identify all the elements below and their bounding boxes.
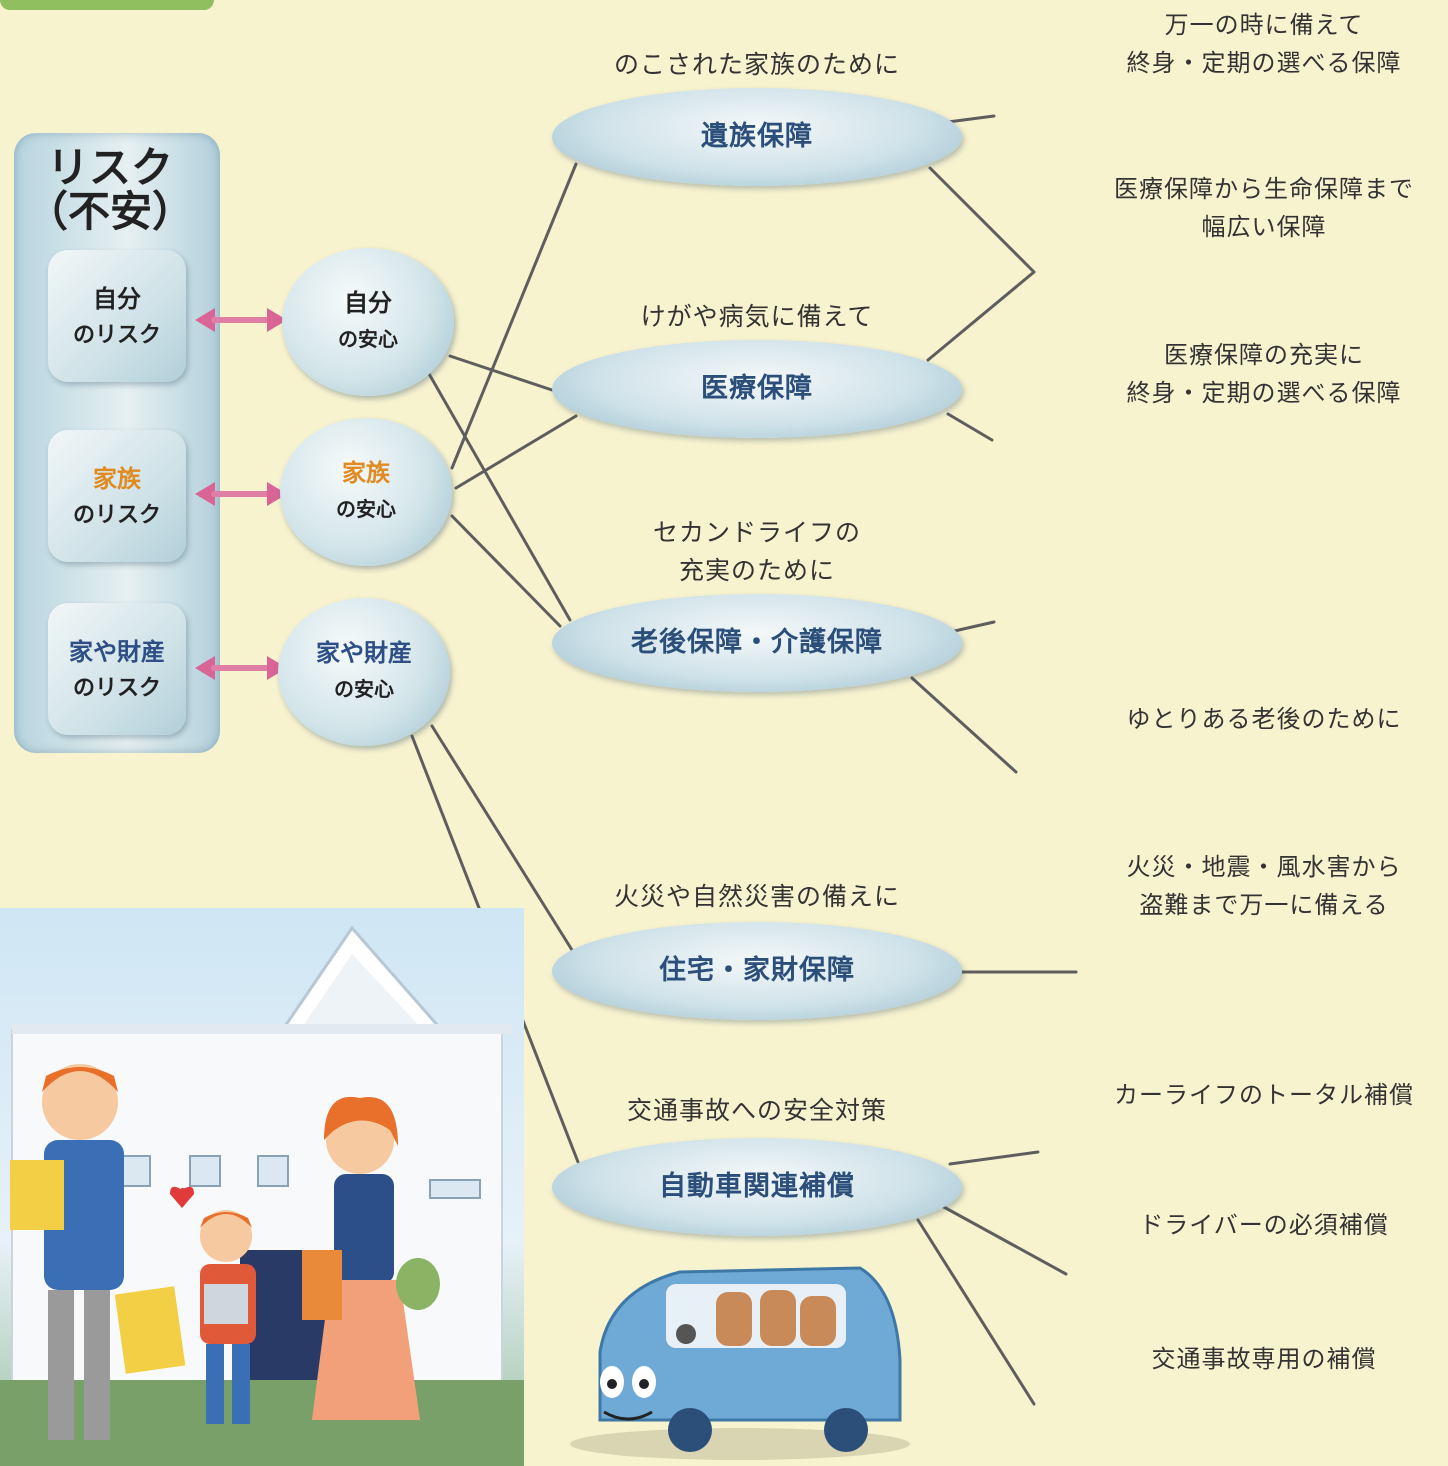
- desc-shared-2: 医療保障から生命保障まで 幅広い保障: [1080, 170, 1448, 246]
- anshin-jibun-line1: 自分: [344, 289, 392, 317]
- line-rogo-desc4: [910, 676, 1018, 774]
- desc-rogo-4: ゆとりある老後のために: [1126, 705, 1402, 733]
- category-rogo: 老後保障・介護保障: [552, 594, 962, 692]
- desc-iryo-3-line2: 終身・定期の選べる保障: [1126, 379, 1402, 407]
- line-izoku-desc1: [946, 114, 996, 124]
- anshin-jibun-line2: の安心: [338, 327, 398, 351]
- caption-rogo-line2: 充実のために: [678, 556, 835, 585]
- anshin-zaisan-line2: の安心: [334, 677, 394, 701]
- caption-jidosha: 交通事故への安全対策: [626, 1096, 887, 1125]
- desc-izoku-1-line2: 終身・定期の選べる保障: [1126, 49, 1402, 77]
- top-decoration: [0, 0, 214, 10]
- line-jibun-iryo: [448, 354, 554, 392]
- category-iryo: 医療保障: [552, 340, 962, 438]
- line-iryo-desc2: [926, 270, 1036, 362]
- caption-rogo: セカンドライフの 充実のために: [552, 514, 962, 590]
- line-rogo-up: [948, 620, 996, 634]
- line-iryo-desc3: [946, 412, 994, 442]
- anshin-kazoku-line1: 家族: [342, 459, 390, 487]
- risk-box-kazoku-line2: のリスク: [72, 503, 161, 528]
- risk-title-line2: （不安）: [25, 187, 194, 236]
- line-zaisan-jutaku: [430, 724, 574, 952]
- line-jidosha-desc7: [940, 1204, 1068, 1276]
- risk-title-line1: リスク: [46, 143, 173, 192]
- line-jidosha-desc8: [916, 1218, 1036, 1406]
- caption-iryo: けがや病気に備えて: [640, 302, 874, 331]
- desc-shared-2-line1: 医療保障から生命保障まで: [1114, 175, 1414, 203]
- anshin-zaisan: 家や財産 の安心: [278, 598, 450, 746]
- mother-figure-icon: [302, 1096, 440, 1420]
- desc-jidosha-7: ドライバーの必須補償: [1139, 1211, 1389, 1239]
- risk-box-zaisan-line2: のリスク: [72, 676, 161, 701]
- desc-iryo-3: 医療保障の充実に 終身・定期の選べる保障: [1080, 336, 1448, 412]
- risk-title: リスク （不安）: [0, 146, 220, 234]
- caption-izoku: のこされた家族のために: [613, 50, 900, 79]
- car-icon: [570, 1266, 910, 1460]
- father-figure-icon: [10, 1064, 186, 1440]
- desc-jutaku-5-line1: 火災・地震・風水害から: [1126, 853, 1402, 881]
- risk-box-kazoku: 家族 のリスク: [48, 430, 186, 562]
- caption-rogo-line1: セカンドライフの: [652, 518, 861, 547]
- desc-jutaku-5: 火災・地震・風水害から 盗難まで万一に備える: [1080, 848, 1448, 924]
- desc-shared-2-line2: 幅広い保障: [1201, 213, 1327, 241]
- anshin-kazoku: 家族 の安心: [280, 418, 452, 566]
- category-jutaku: 住宅・家財保障: [552, 922, 962, 1020]
- anshin-kazoku-line2: の安心: [336, 497, 396, 521]
- anshin-zaisan-line1: 家や財産: [316, 639, 412, 667]
- risk-box-jibun: 自分 のリスク: [48, 250, 186, 382]
- category-izoku: 遺族保障: [552, 88, 962, 186]
- risk-box-zaisan: 家や財産 のリスク: [48, 603, 186, 735]
- line-jibun-rogo: [426, 370, 572, 622]
- desc-jidosha-6: カーライフのトータル補償: [1114, 1081, 1414, 1109]
- line-kazoku-iryo: [454, 414, 578, 490]
- desc-jutaku-5-line2: 盗難まで万一に備える: [1139, 891, 1389, 919]
- line-jidosha-desc6: [948, 1150, 1040, 1166]
- desc-iryo-3-line1: 医療保障の充実に: [1164, 341, 1364, 369]
- line-izoku-desc2: [928, 166, 1036, 274]
- desc-izoku-1-line1: 万一の時に備えて: [1164, 11, 1364, 39]
- caption-jutaku: 火災や自然災害の備えに: [613, 882, 900, 911]
- risk-box-jibun-line2: のリスク: [72, 323, 161, 348]
- anshin-jibun: 自分 の安心: [282, 248, 454, 396]
- line-kazoku-izoku: [450, 162, 578, 470]
- risk-box-kazoku-line1: 家族: [93, 465, 141, 493]
- desc-izoku-1: 万一の時に備えて 終身・定期の選べる保障: [1080, 6, 1448, 82]
- child-figure-icon: [200, 1210, 256, 1424]
- desc-jidosha-8: 交通事故専用の補償: [1151, 1345, 1377, 1373]
- line-kazoku-rogo: [450, 514, 562, 628]
- category-jidosha: 自動車関連補償: [552, 1138, 962, 1236]
- risk-box-jibun-line1: 自分: [93, 285, 141, 313]
- risk-box-zaisan-line1: 家や財産: [69, 638, 165, 666]
